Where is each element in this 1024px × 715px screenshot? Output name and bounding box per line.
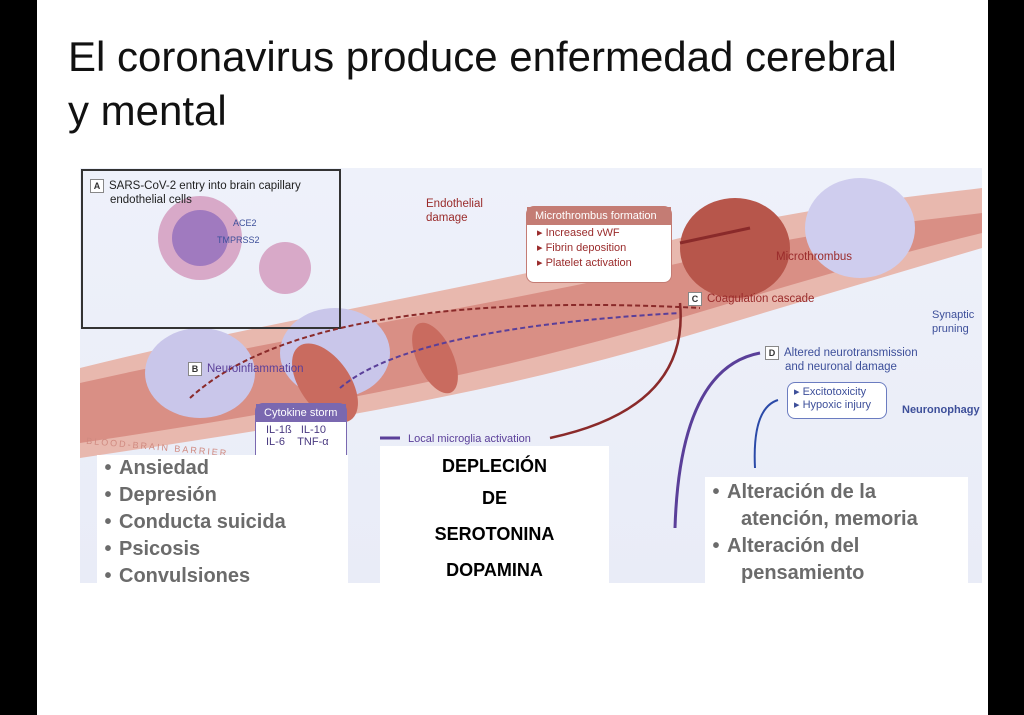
ace2-label: ACE2 (233, 218, 257, 228)
list-item: •Psicosis (104, 538, 201, 560)
microglia-activation-label: Local microglia activation (408, 433, 531, 445)
depletion-box: DEPLECIÓN DE SEROTONINA DOPAMINA (380, 446, 609, 583)
microthrombus-label: Microthrombus (776, 251, 853, 263)
list-item: •Alteración del (712, 535, 860, 557)
neuronophagy-label: Neuronophagy (902, 404, 980, 416)
cognitive-list: •Alteración de la atención, memoria •Alt… (705, 477, 968, 584)
symptoms-list: •Ansiedad •Depresión •Conducta suicida •… (97, 455, 348, 587)
slide-title: El coronavirus produce enfermedad cerebr… (68, 33, 897, 134)
tmprss2-label: TMPRSS2 (217, 235, 260, 245)
microthrombus-formation-box: Microthrombus formation ▸ Increased vWF … (526, 206, 672, 283)
cytokine-storm-box: Cytokine storm IL-1ß IL-10 IL-6 TNF-α (255, 403, 347, 463)
list-item: •Convulsiones (104, 565, 251, 587)
list-item: •Ansiedad (104, 457, 210, 479)
list-item: •Depresión (104, 484, 217, 506)
list-item: •Alteración de la (712, 481, 876, 503)
excitotoxicity-box: ▸ Excitotoxicity ▸ Hypoxic injury (787, 382, 887, 419)
list-item: •Conducta suicida (104, 511, 286, 533)
vessel-illustration (80, 169, 982, 529)
